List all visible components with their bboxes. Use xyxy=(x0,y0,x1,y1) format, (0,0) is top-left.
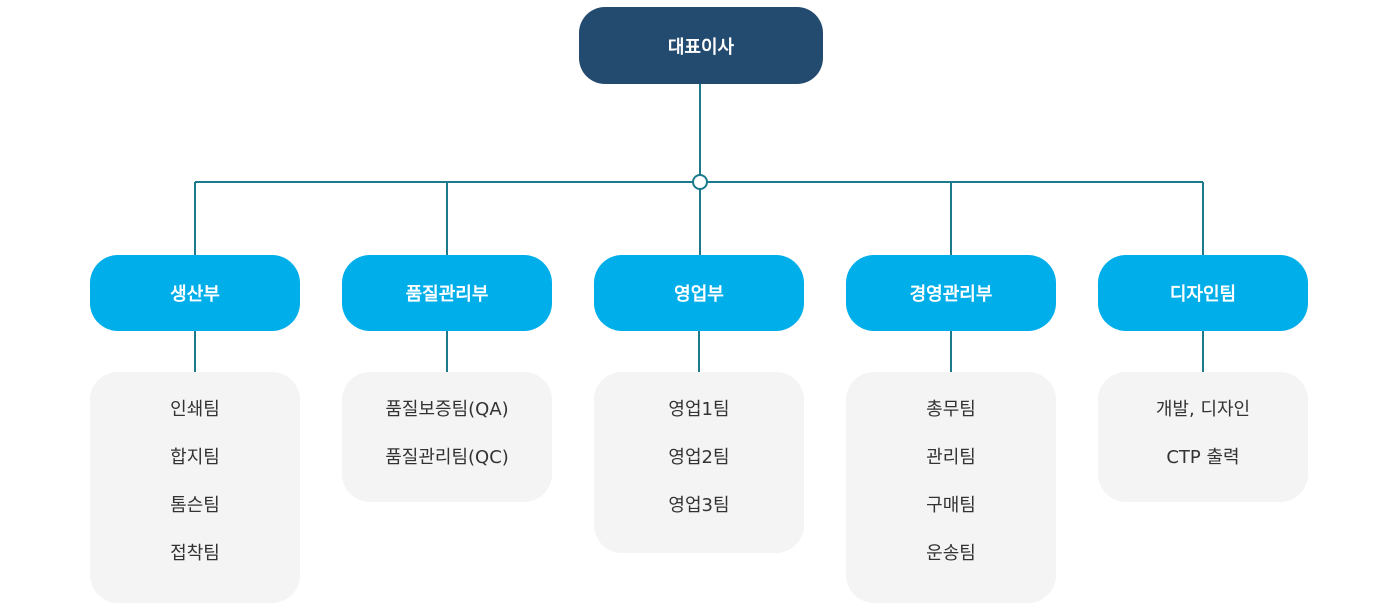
team-list-quality: 품질보증팀(QA) 품질관리팀(QC) xyxy=(342,372,552,502)
team-item: 운송팀 xyxy=(926,543,976,564)
team-item: 품질관리팀(QC) xyxy=(385,447,509,468)
team-item: 개발, 디자인 xyxy=(1155,399,1251,420)
team-list-sales: 영업1팀 영업2팀 영업3팀 xyxy=(594,372,804,553)
team-item: 접착팀 xyxy=(170,543,220,564)
department-design: 디자인팀 xyxy=(1098,255,1308,331)
team-item: 관리팀 xyxy=(926,447,976,468)
ceo-box: 대표이사 xyxy=(579,7,823,84)
team-item: 톰슨팀 xyxy=(170,495,220,516)
team-item: CTP 출력 xyxy=(1166,447,1240,468)
team-list-management: 총무팀 관리팀 구매팀 운송팀 xyxy=(846,372,1056,603)
department-management: 경영관리부 xyxy=(846,255,1056,331)
team-item: 영업2팀 xyxy=(668,447,730,468)
team-item: 영업1팀 xyxy=(668,399,730,420)
team-item: 인쇄팀 xyxy=(170,399,220,420)
team-item: 영업3팀 xyxy=(668,495,730,516)
department-sales: 영업부 xyxy=(594,255,804,331)
team-item: 합지팀 xyxy=(170,447,220,468)
team-item: 구매팀 xyxy=(926,495,976,516)
team-list-production: 인쇄팀 합지팀 톰슨팀 접착팀 xyxy=(90,372,300,603)
department-quality: 품질관리부 xyxy=(342,255,552,331)
team-item: 품질보증팀(QA) xyxy=(385,399,509,420)
department-production: 생산부 xyxy=(90,255,300,331)
team-list-design: 개발, 디자인 CTP 출력 xyxy=(1098,372,1308,502)
team-item: 총무팀 xyxy=(926,399,976,420)
